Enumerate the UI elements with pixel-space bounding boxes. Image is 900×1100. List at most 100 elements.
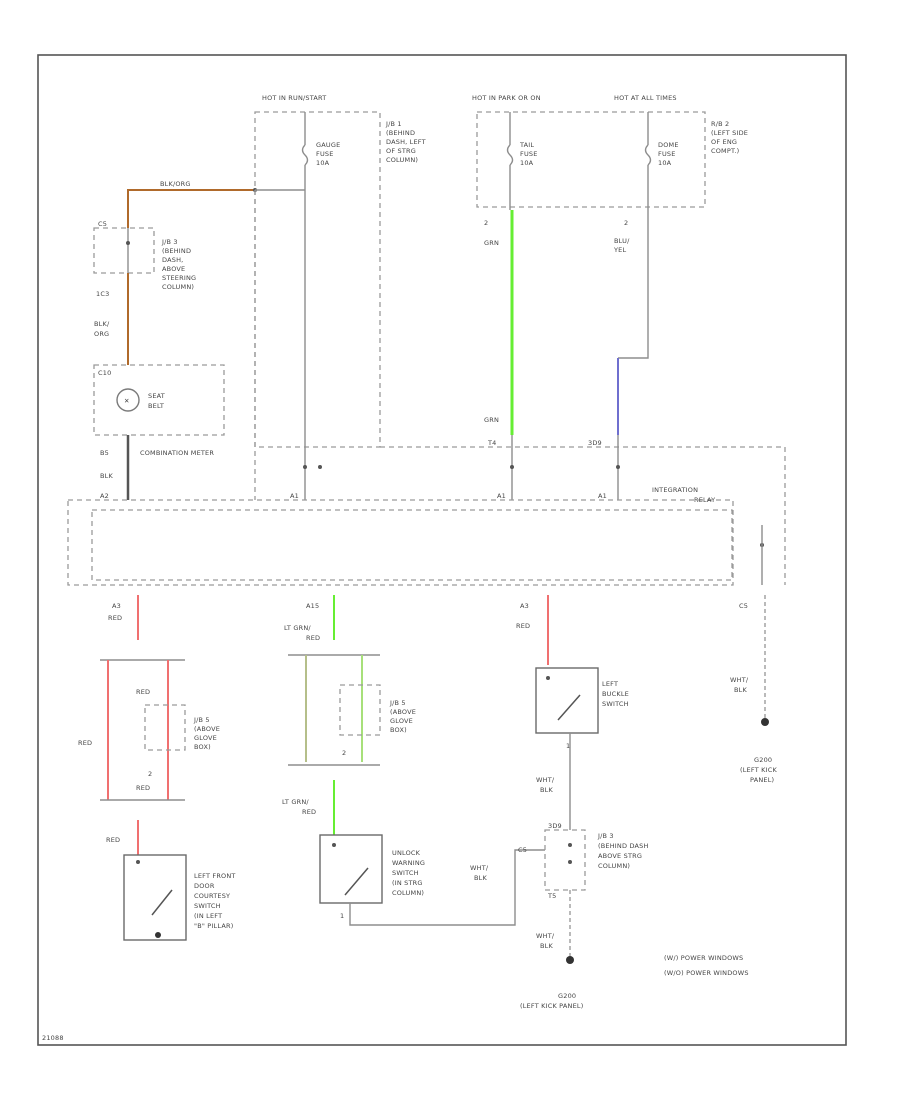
svg-text:GLOVE: GLOVE [390,717,413,725]
rb2-label: R/B 2 (LEFT SIDE OF ENG COMPT.) [711,120,748,155]
blk-meter-label: BLK [100,472,113,480]
blk-org-mid-label: BLK/ ORG [94,320,110,338]
conn-a15: A15 [306,602,319,610]
svg-text:BLK: BLK [474,874,487,882]
svg-text:DOOR: DOOR [194,882,215,890]
svg-text:"B" PILLAR): "B" PILLAR) [194,922,233,930]
svg-text:J/B 5: J/B 5 [389,699,406,707]
note-with-power-windows: (W/) POWER WINDOWS [664,954,743,962]
svg-text:RED: RED [302,808,316,816]
svg-text:(LEFT SIDE: (LEFT SIDE [711,129,748,137]
left-buckle-switch-label: LEFT BUCKLE SWITCH [602,680,629,708]
svg-text:DASH,: DASH, [162,256,183,264]
wht-blk-mid-label: WHT/ BLK [470,864,489,882]
svg-text:DASH, LEFT: DASH, LEFT [386,138,426,146]
jb3-pass-dot [126,241,130,245]
svg-text:(ABOVE: (ABOVE [390,708,416,716]
svg-text:J/B 5: J/B 5 [193,716,210,724]
grn-drop-terminal [510,465,514,469]
svg-text:TAIL: TAIL [519,141,534,149]
svg-text:GAUGE: GAUGE [316,141,340,149]
conn-t5: T5 [547,892,557,900]
conn-a2: A2 [100,492,109,500]
svg-text:(IN LEFT: (IN LEFT [194,912,222,920]
svg-text:UNLOCK: UNLOCK [392,849,421,857]
svg-text:J/B 3: J/B 3 [161,238,178,246]
jb3-top-box [93,227,155,274]
integration-relay-label: INTEGRATION RELAY [652,486,715,504]
grn-label-top: GRN [484,239,499,247]
svg-text:COMPT.): COMPT.) [711,147,739,155]
unlock-switch-label: UNLOCK WARNING SWITCH (IN STRG COLUMN) [392,849,425,897]
svg-text:FUSE: FUSE [316,150,334,158]
svg-text:GLOVE: GLOVE [194,734,217,742]
conn-a6-1: A1 [290,492,299,500]
svg-text:RED: RED [306,634,320,642]
hot-park-label: HOT IN PARK OR ON [472,94,541,102]
svg-text:LEFT: LEFT [602,680,618,688]
conn-a6-3: A1 [598,492,607,500]
svg-text:PANEL): PANEL) [750,776,774,784]
conn-3d9-right: 3D9 [588,439,602,447]
svg-text:10A: 10A [316,159,330,167]
note-without-power-windows: (W/O) POWER WINDOWS [664,969,749,977]
svg-text:WHT/: WHT/ [536,776,555,784]
red-label-1: RED [108,614,122,622]
conn-1-right: 1 [566,742,570,750]
svg-text:G200: G200 [558,992,576,1000]
jb1-box [254,111,381,448]
left-front-door-switch-box [123,854,187,941]
blu-yel-label: BLU/ YEL [613,237,630,254]
wht-blk-bottom-label: WHT/ BLK [536,932,555,950]
svg-text:BUCKLE: BUCKLE [602,690,629,698]
svg-text:ORG: ORG [94,330,109,338]
svg-text:FUSE: FUSE [658,150,676,158]
jb1-label: J/B 1 (BEHIND DASH, LEFT OF STRG COLUMN) [385,120,426,164]
rb2-box [476,111,706,208]
svg-text:BELT: BELT [148,402,164,410]
svg-text:LEFT FRONT: LEFT FRONT [194,872,236,880]
seat-belt-label: SEAT BELT [148,392,165,410]
ground-g200-right-label: G200 (LEFT KICK PANEL) [740,756,777,784]
svg-text:YEL: YEL [613,246,626,254]
unlock-switch-contact [344,867,369,896]
gauge-drop-terminal [303,465,307,469]
svg-text:DOME: DOME [658,141,679,149]
conn-3d9-bottom: 3D9 [548,822,562,830]
tail-fuse-label: TAIL FUSE 10A [519,141,537,167]
lt-grn-red-label-top: LT GRN/ RED [284,624,320,642]
conn-2-left: 2 [148,770,152,778]
svg-text:OF STRG: OF STRG [386,147,416,155]
svg-text:BLK: BLK [540,942,553,950]
red-label-switch: RED [106,836,120,844]
conn-c5-bottom: C5 [518,846,527,854]
svg-text:(LEFT KICK PANEL): (LEFT KICK PANEL) [520,1002,583,1010]
svg-text:LT GRN/: LT GRN/ [284,624,311,632]
svg-text:INTEGRATION: INTEGRATION [652,486,698,494]
jb3-bottom-box [544,829,586,891]
svg-text:SEAT: SEAT [148,392,165,400]
svg-text:WARNING: WARNING [392,859,425,867]
svg-text:WHT/: WHT/ [730,676,749,684]
integration-relay-box [67,499,734,586]
svg-text:ABOVE STRG: ABOVE STRG [598,852,642,860]
svg-text:(ABOVE: (ABOVE [194,725,220,733]
svg-text:J/B 1: J/B 1 [385,120,402,128]
conn-b5: B5 [100,449,109,457]
conn-a6-2: A1 [497,492,506,500]
svg-text:SWITCH: SWITCH [194,902,221,910]
svg-text:BOX): BOX) [390,726,407,734]
diagram-frame [37,54,847,1046]
jb3-top-conn: C5 [98,220,107,228]
jb3-bottom-dot-2 [568,860,572,864]
svg-text:BLK: BLK [734,686,747,694]
svg-text:OF ENG: OF ENG [711,138,737,146]
jb5-mid-box [339,684,381,736]
svg-text:(LEFT KICK: (LEFT KICK [740,766,777,774]
svg-text:(BEHIND: (BEHIND [162,247,191,255]
svg-text:BLU/: BLU/ [614,237,630,245]
ground-g200-right-icon [761,718,769,726]
conn-t4: T4 [487,439,497,447]
wht-blk-unlock-wire [349,849,545,926]
svg-text:STEERING: STEERING [162,274,196,282]
